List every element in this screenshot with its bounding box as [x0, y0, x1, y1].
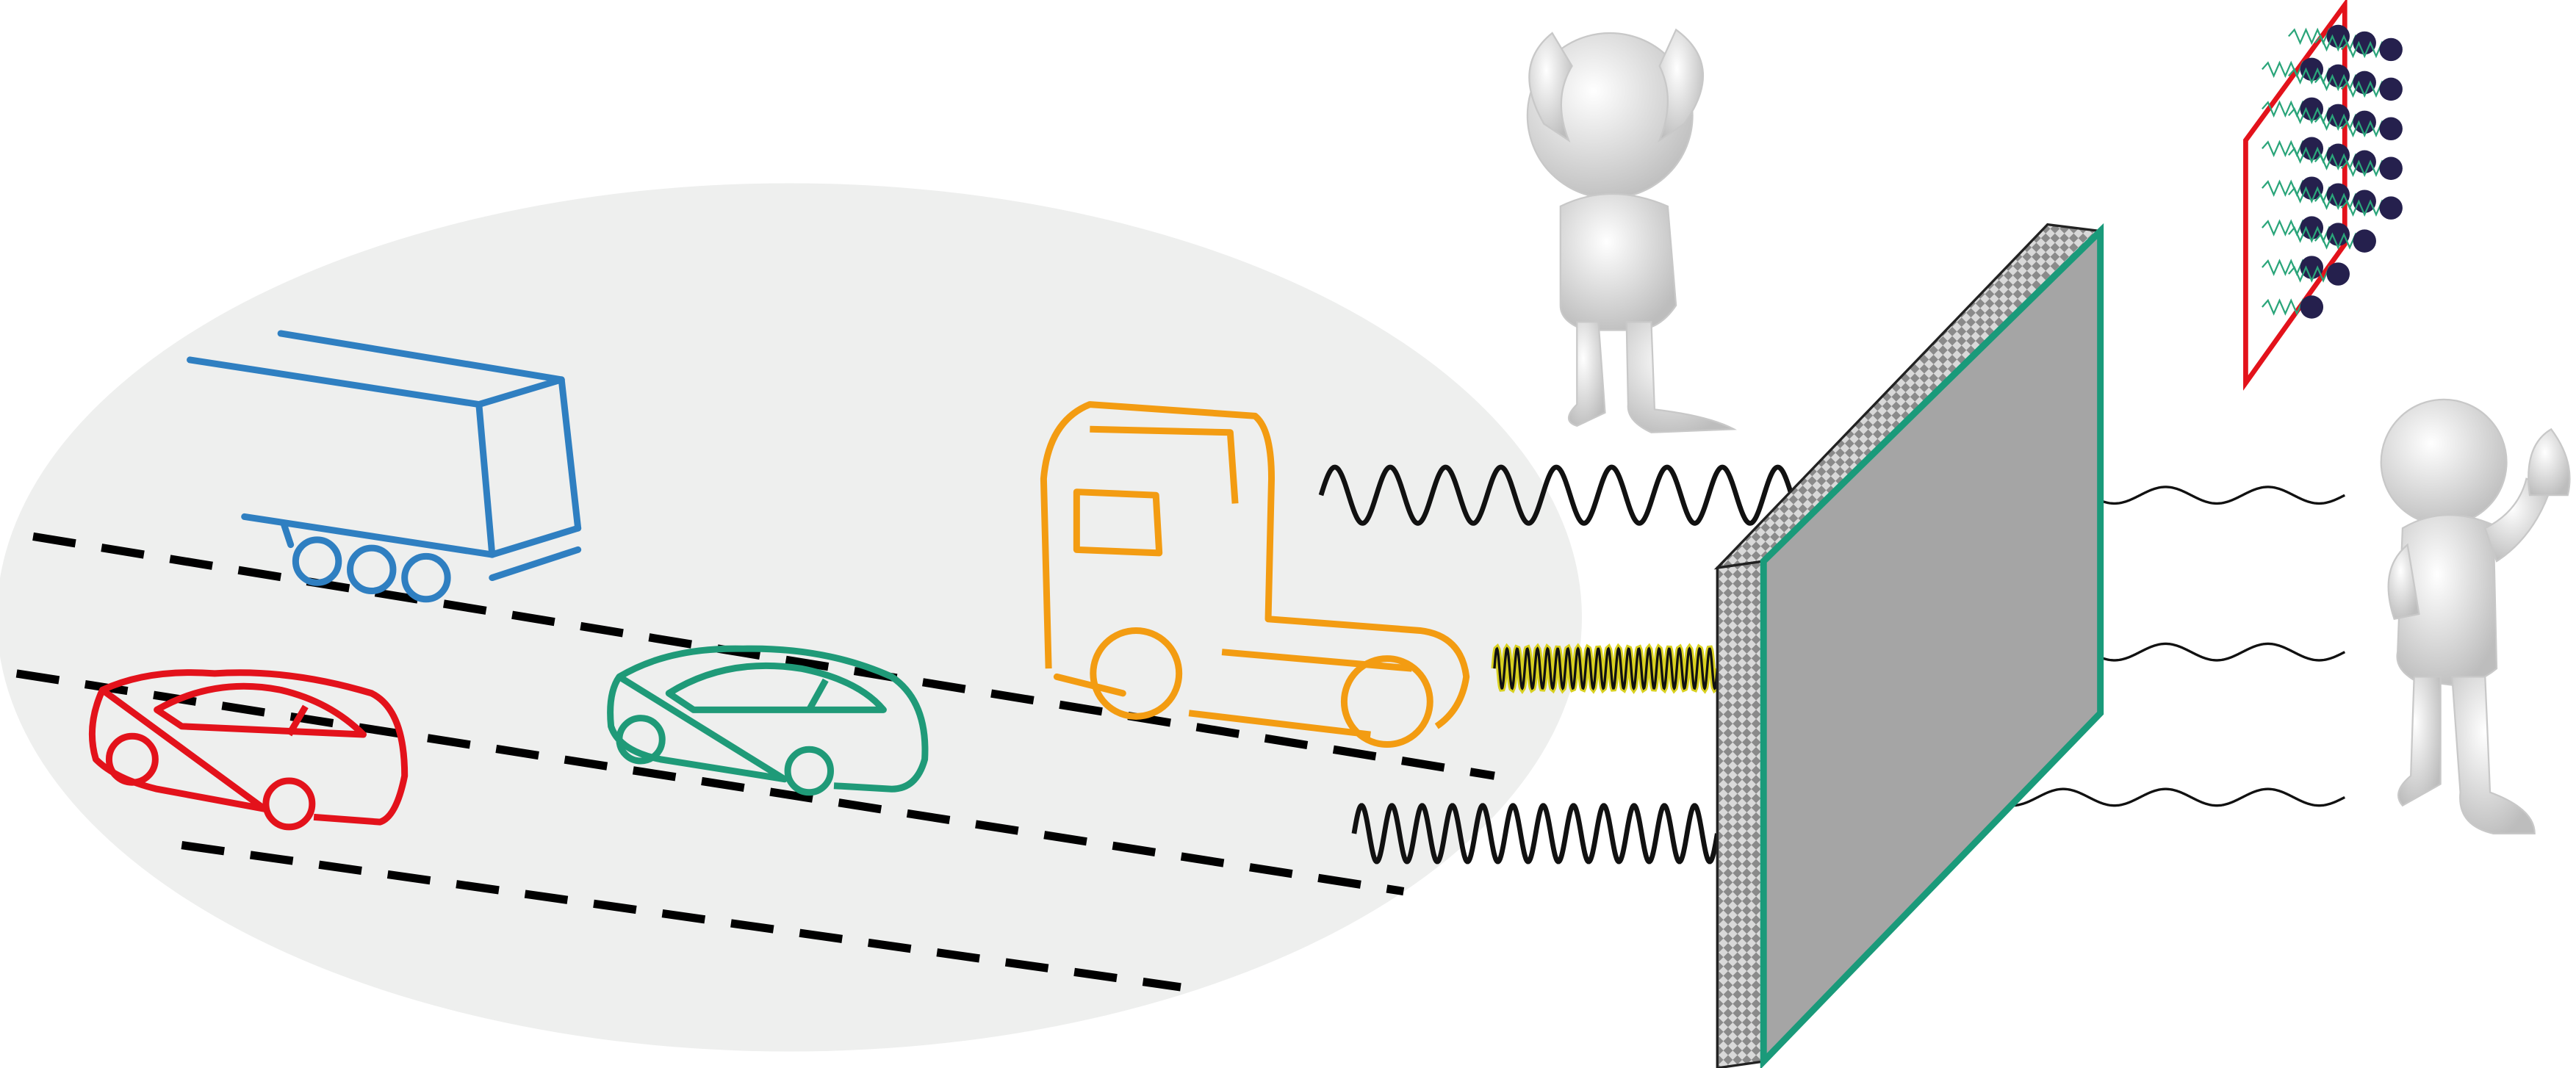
incident-wave-top: [1318, 464, 1794, 526]
array-element: [2379, 77, 2403, 101]
array-element: [2326, 262, 2350, 286]
array-element: [2379, 196, 2403, 220]
road-area: [0, 183, 1582, 1052]
incident-wave-bottom: [1351, 803, 1720, 865]
green-car-icon: [607, 645, 929, 796]
array-element: [2379, 117, 2403, 141]
array-element: [2353, 150, 2376, 173]
array-element: [2326, 64, 2350, 88]
array-element: [2353, 229, 2376, 253]
trailer-icon: [187, 330, 582, 603]
antenna-array-icon: [2243, 0, 2403, 391]
incident-wave-middle: [1493, 646, 1719, 691]
array-element: [2300, 57, 2324, 82]
array-element: [2300, 137, 2324, 160]
array-element: [2300, 97, 2324, 121]
surface-face: [1760, 223, 2104, 1068]
array-element: [2300, 216, 2324, 239]
red-car-icon: [88, 669, 409, 831]
array-element: [2326, 223, 2350, 246]
array-element: [2353, 190, 2376, 213]
array-element: [2300, 176, 2324, 200]
array-element: [2326, 24, 2350, 48]
array-element: [2353, 110, 2376, 134]
antenna-array-frame: [2243, 0, 2347, 391]
array-element: [2379, 156, 2403, 180]
array-element: [2326, 104, 2350, 128]
array-element: [2300, 295, 2324, 319]
reflecting-surface: [1713, 223, 2104, 1068]
surface-side-edge: [1716, 560, 1765, 1068]
array-element: [2326, 143, 2350, 167]
thumbs-up-person-icon: [2380, 398, 2571, 835]
array-element: [2353, 71, 2376, 95]
confused-person-icon: [1526, 28, 1737, 433]
array-element: [2300, 256, 2324, 279]
road-lane-lines: [15, 532, 1495, 992]
array-element: [2326, 183, 2350, 206]
array-element: [2353, 31, 2376, 55]
truck-cab-icon: [1040, 401, 1470, 748]
array-element: [2379, 37, 2403, 62]
